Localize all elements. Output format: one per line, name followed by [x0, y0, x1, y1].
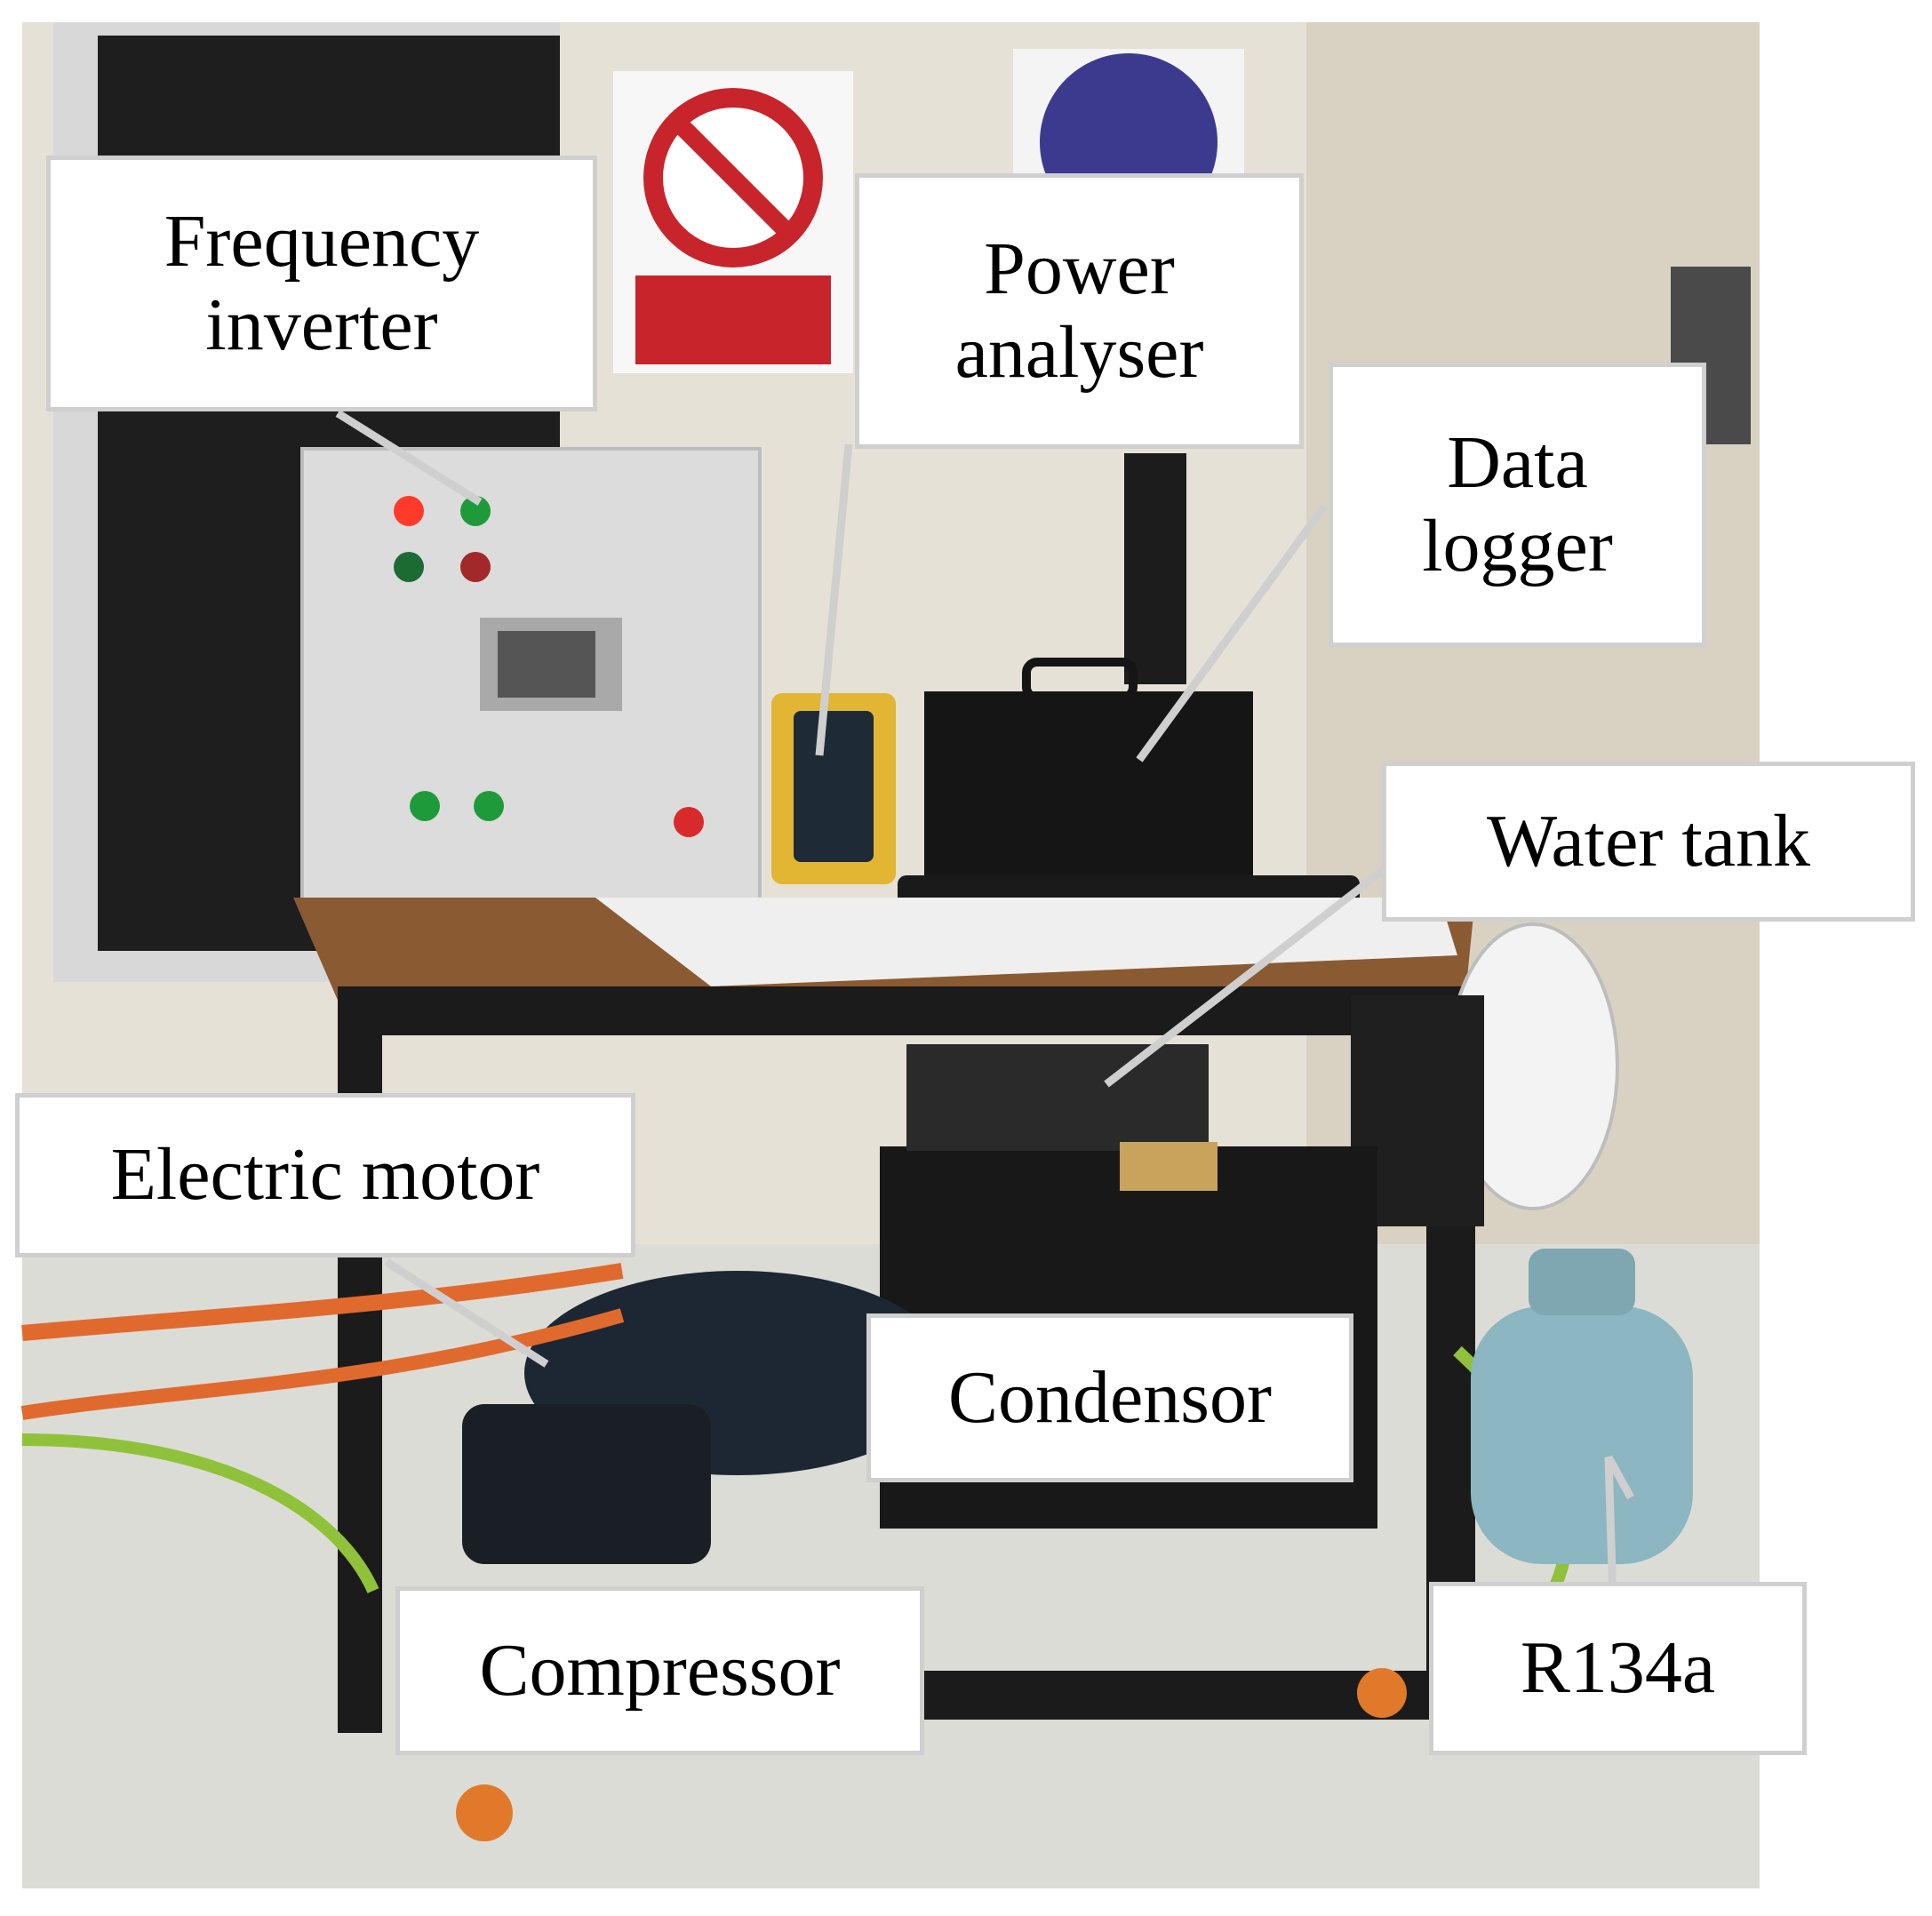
table-frame-top [351, 986, 1493, 1035]
paper-sheet [595, 898, 1457, 986]
leader-r134a [1604, 1455, 1634, 1601]
leader-frequency-inverter [335, 410, 483, 506]
label-r134a: R134a [1429, 1582, 1807, 1755]
data-logger-box [924, 691, 1253, 882]
label-power-analyser: Power analyser [855, 173, 1304, 449]
leader-power-analyser [815, 443, 853, 756]
label-data-logger: Data logger [1329, 363, 1706, 647]
label-frequency-inverter: Frequency inverter [46, 156, 597, 411]
leader-electric-motor [384, 1258, 549, 1368]
leader-data-logger [1136, 504, 1328, 762]
label-electric-motor: Electric motor [15, 1093, 635, 1257]
compressor-body [462, 1404, 711, 1564]
label-condensor: Condensor [866, 1313, 1353, 1482]
r134a-cylinder [1471, 1306, 1693, 1564]
leader-water-tank [1104, 854, 1402, 1088]
label-water-tank: Water tank [1382, 762, 1915, 922]
label-compressor: Compressor [395, 1586, 924, 1755]
leader-lines [335, 410, 1634, 1601]
